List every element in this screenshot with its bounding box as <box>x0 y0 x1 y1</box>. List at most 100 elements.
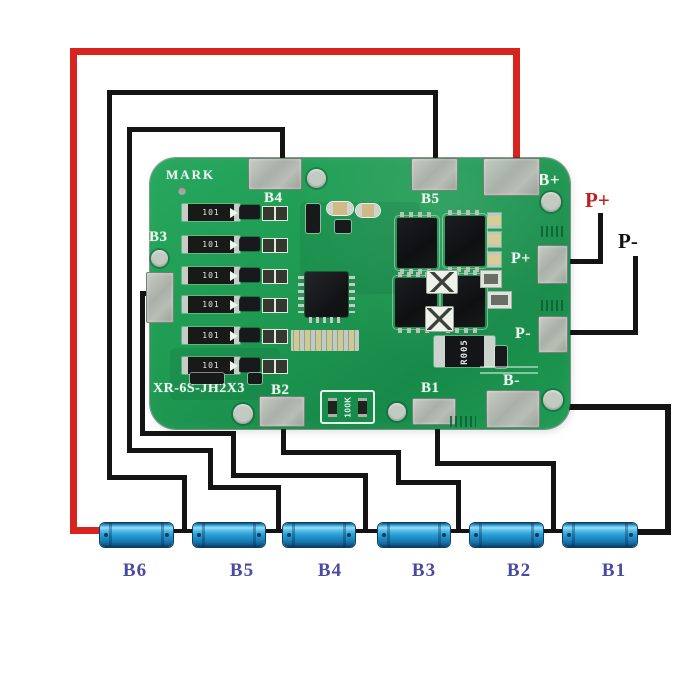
wire-segment <box>70 48 77 534</box>
battery-cell-b1 <box>563 523 637 547</box>
wire-segment <box>567 259 603 264</box>
balance-network-row: 101 <box>182 236 288 253</box>
battery-label-b4: B4 <box>317 560 343 581</box>
wire-segment <box>665 404 671 535</box>
sot23-transistor <box>240 328 260 342</box>
wire-segment <box>634 529 671 535</box>
sot23-transistor <box>240 237 260 251</box>
wire-segment <box>456 480 461 532</box>
pad-label-b-minus: B- <box>503 372 520 389</box>
mosfet <box>442 210 488 272</box>
silkscreen-trace <box>480 372 538 374</box>
shunt-resistor: R005 <box>434 336 495 367</box>
solder-pad-b1 <box>412 398 456 425</box>
wire-segment <box>231 431 236 478</box>
smd-chip <box>275 238 288 253</box>
solder-pad-b-plus <box>483 158 540 196</box>
wire-segment <box>127 127 132 453</box>
battery-label-b5: B5 <box>229 560 255 581</box>
edge-teeth <box>541 300 563 311</box>
pad-label-b3: B3 <box>149 229 168 245</box>
smd-resistor <box>488 252 501 267</box>
battery-cell-b2 <box>470 523 543 547</box>
wire-segment <box>127 127 285 132</box>
mounting-hole <box>151 250 168 267</box>
smd-resistor <box>488 213 501 228</box>
cell-link <box>170 529 196 533</box>
smd-chip <box>275 298 288 313</box>
smd-capacitor <box>487 291 512 309</box>
sot23-transistor <box>240 205 260 219</box>
smd-diode <box>426 270 458 294</box>
battery-label-b3: B3 <box>411 560 437 581</box>
smd-chip <box>262 359 275 374</box>
wire-segment <box>435 423 440 466</box>
battery-cell-b3 <box>378 523 450 547</box>
smd-resistor <box>488 232 501 247</box>
pad-label-p-plus: P+ <box>511 250 531 267</box>
silkscreen-trace <box>480 366 538 368</box>
mark-label: MARK <box>166 167 216 182</box>
wire-segment <box>208 485 281 490</box>
wire-segment <box>567 330 638 335</box>
resistor-pack-marking: 100K <box>343 396 352 418</box>
wire-segment <box>433 92 438 165</box>
pad-label-b4: B4 <box>264 190 283 206</box>
pad-label-b5: B5 <box>421 191 440 207</box>
solder-pad-b4 <box>248 158 302 190</box>
smd-chip <box>275 206 288 221</box>
smd-resistor <box>327 202 353 215</box>
wire-segment <box>107 90 438 95</box>
shunt-marking: R005 <box>459 338 470 365</box>
pad-label-p-minus: P- <box>515 325 532 342</box>
silkscreen-arrow-icon <box>230 300 238 310</box>
smd-resistor <box>356 204 380 217</box>
edge-teeth <box>541 226 563 237</box>
sot23-transistor <box>240 358 260 372</box>
silkscreen-arrow-icon <box>230 208 238 218</box>
wire-segment <box>182 475 187 531</box>
wire-segment <box>513 48 520 173</box>
pad-label-b-plus: B+ <box>538 170 561 189</box>
sot23-transistor <box>335 220 351 233</box>
smd-resistor <box>358 398 367 417</box>
wire-segment <box>70 527 106 534</box>
smd-capacitor <box>480 270 502 288</box>
sot23-transistor <box>240 297 260 311</box>
solder-pad-b5 <box>411 158 458 191</box>
silkscreen-arrow-icon <box>230 240 238 250</box>
cell-link <box>352 529 381 533</box>
smd-chip <box>262 269 275 284</box>
silkscreen-arrow-icon <box>230 361 238 371</box>
mounting-hole <box>388 403 406 421</box>
solder-pad-b2 <box>259 396 305 427</box>
ic-pins <box>309 317 344 323</box>
balance-network-row: 101 <box>182 357 288 374</box>
wire-segment <box>396 480 461 485</box>
wire-segment <box>633 256 638 335</box>
silkscreen-arrow-icon <box>230 271 238 281</box>
pack-positive-label: P+ <box>585 188 610 212</box>
wire-segment <box>551 461 556 532</box>
wire-segment <box>140 431 236 436</box>
smd-component <box>495 346 507 368</box>
cell-link <box>262 529 286 533</box>
wire-segment <box>435 461 556 466</box>
wire-segment <box>280 129 285 165</box>
mounting-hole <box>307 169 326 188</box>
resistor-pack-100k: 100K <box>320 390 375 424</box>
cell-link <box>540 529 566 533</box>
wire-segment <box>107 475 187 480</box>
battery-cell-b4 <box>283 523 355 547</box>
smd-chip <box>262 298 275 313</box>
smd-chip <box>275 269 288 284</box>
pack-negative-label: P- <box>618 229 638 253</box>
sot23-transistor <box>240 268 260 282</box>
wire-segment <box>127 448 213 453</box>
smd-chip <box>275 359 288 374</box>
wire-segment <box>281 450 401 455</box>
battery-label-b2: B2 <box>506 560 532 581</box>
smd-diode <box>425 306 454 332</box>
smd-chip <box>262 206 275 221</box>
